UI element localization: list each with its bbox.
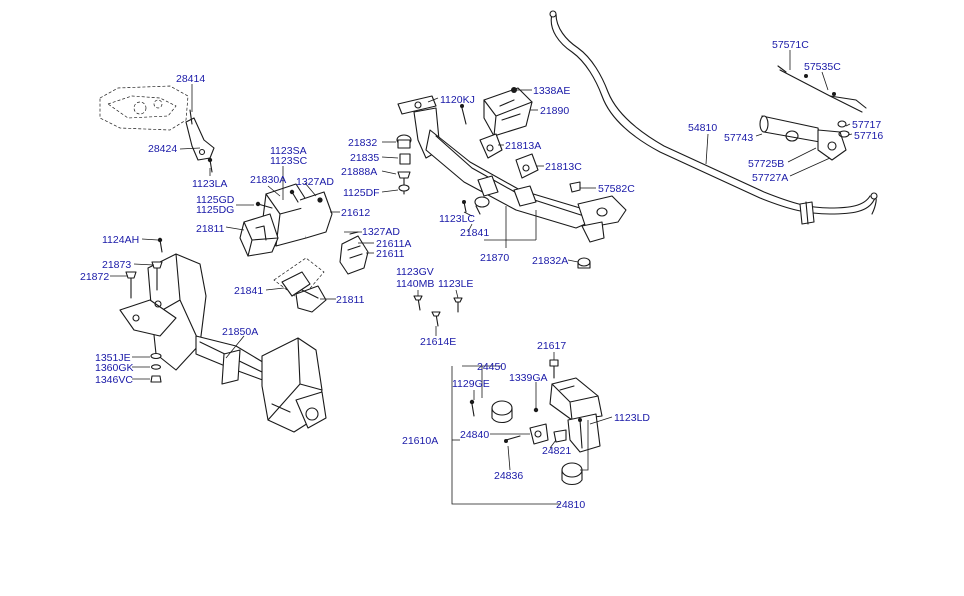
label-1351je: 1351JE xyxy=(95,352,131,364)
label-24821: 24821 xyxy=(542,445,571,457)
part-labels: 28414 28424 1123LA 1123SA 1123SC 21830A … xyxy=(80,39,883,511)
label-21872: 21872 xyxy=(80,271,109,283)
label-21873: 21873 xyxy=(102,259,131,271)
mount-assembly-21610a xyxy=(469,359,603,486)
label-1125dg: 1125DG xyxy=(196,204,234,216)
label-24450: 24450 xyxy=(477,361,506,373)
label-1327ad-upper: 1327AD xyxy=(296,176,334,188)
label-28414: 28414 xyxy=(176,73,205,85)
label-24840: 24840 xyxy=(460,429,489,441)
label-54810: 54810 xyxy=(688,122,717,134)
label-57717: 57717 xyxy=(852,119,881,131)
label-21813c: 21813C xyxy=(545,161,582,173)
rear-crossmember-21870 xyxy=(397,95,627,243)
label-21610a: 21610A xyxy=(402,435,438,447)
label-1339ga: 1339GA xyxy=(509,372,548,384)
label-21870: 21870 xyxy=(480,252,509,264)
label-1123ld: 1123LD xyxy=(614,412,650,424)
label-57582c: 57582C xyxy=(598,183,635,195)
label-57743: 57743 xyxy=(724,132,753,144)
bracket-21890 xyxy=(483,87,533,137)
bracket-28424 xyxy=(185,109,215,161)
label-28424: 28424 xyxy=(148,143,177,155)
label-1123sc: 1123SC xyxy=(270,155,308,167)
label-1125df: 1125DF xyxy=(343,187,380,199)
fasteners-left xyxy=(125,157,359,383)
label-21841-left: 21841 xyxy=(234,285,263,297)
label-21890: 21890 xyxy=(540,105,569,117)
mount-insulator-21811-lower xyxy=(273,257,327,313)
label-24836: 24836 xyxy=(494,470,523,482)
stabilizer-link-57727a xyxy=(759,65,867,161)
crossmember-21850a xyxy=(119,253,327,433)
stabilizer-bar-54810 xyxy=(549,10,878,225)
label-21611: 21611 xyxy=(376,248,405,260)
label-1360gk: 1360GK xyxy=(95,362,134,374)
label-57571c: 57571C xyxy=(772,39,809,51)
label-21841-center: 21841 xyxy=(460,227,489,239)
label-1346vc: 1346VC xyxy=(95,374,133,386)
label-21813a: 21813A xyxy=(505,140,541,152)
label-24810: 24810 xyxy=(556,499,585,511)
label-1123gv: 1123GV xyxy=(396,266,434,278)
label-21832a: 21832A xyxy=(532,255,568,267)
engine-block-sketch xyxy=(99,85,189,131)
label-21617: 21617 xyxy=(537,340,566,352)
label-21811-lower: 21811 xyxy=(336,294,365,306)
label-21611a: 21611A xyxy=(376,238,411,250)
label-1120kj: 1120KJ xyxy=(440,94,475,106)
label-1338ae: 1338AE xyxy=(533,85,570,97)
label-1125gd: 1125GD xyxy=(196,194,235,206)
label-57727a: 57727A xyxy=(752,172,788,184)
label-57535c: 57535C xyxy=(804,61,841,73)
mount-bracket-21611 xyxy=(339,235,369,275)
label-57716: 57716 xyxy=(854,130,883,142)
label-21612: 21612 xyxy=(341,207,370,219)
label-1327ad-lower: 1327AD xyxy=(362,226,400,238)
label-1123sa: 1123SA xyxy=(270,145,307,157)
label-1123lc: 1123LC xyxy=(439,213,475,225)
bushing-parts-center xyxy=(396,87,591,327)
label-21832: 21832 xyxy=(348,137,377,149)
label-21811-upper: 21811 xyxy=(196,223,225,235)
label-1124ah: 1124AH xyxy=(102,234,139,246)
label-21850a: 21850A xyxy=(222,326,258,338)
label-1140mb: 1140MB xyxy=(396,278,434,290)
label-1129ge: 1129GE xyxy=(452,378,490,390)
label-21614e: 21614E xyxy=(420,336,456,348)
mount-insulator-21811-upper xyxy=(239,213,279,257)
label-21888a: 21888A xyxy=(341,166,377,178)
label-1123le: 1123LE xyxy=(438,278,473,290)
leader-lines xyxy=(110,50,853,505)
label-21830a: 21830A xyxy=(250,174,286,186)
label-21835: 21835 xyxy=(350,152,379,164)
label-1123la: 1123LA xyxy=(192,178,227,190)
label-57725b: 57725B xyxy=(748,158,784,170)
